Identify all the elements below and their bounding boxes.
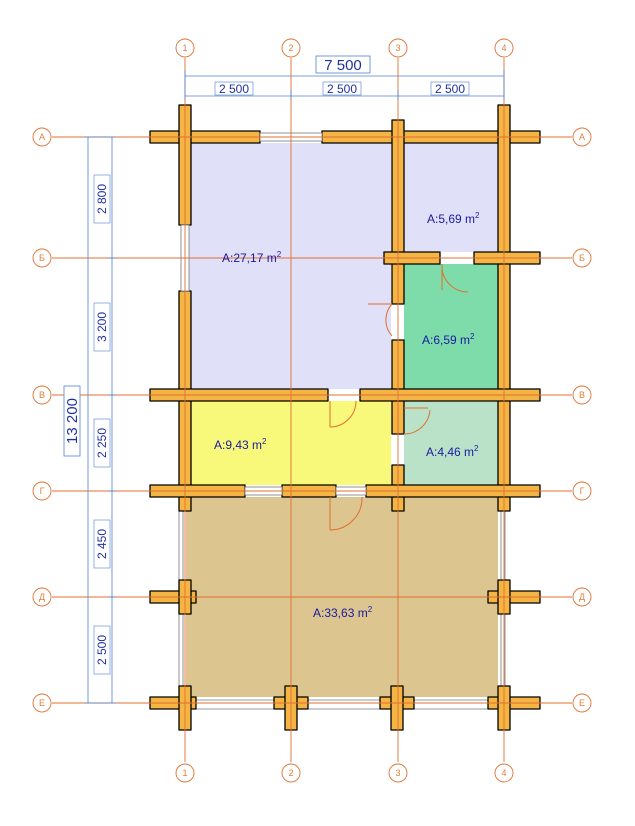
- axis-bubbles: [32, 38, 592, 783]
- svg-text:Д: Д: [579, 592, 585, 602]
- dimension-lines: [84, 70, 505, 704]
- svg-text:4: 4: [501, 43, 506, 53]
- axis-bubble-4-top: [494, 38, 514, 58]
- area-yellow: А:9,43 m2: [214, 437, 267, 452]
- axis-bubble-4-bottom: [494, 763, 514, 783]
- svg-text:4: 4: [501, 768, 506, 778]
- span-1-2-label: 2 500: [219, 82, 249, 96]
- axis-bubble-1-top: [175, 38, 195, 58]
- svg-text:А: А: [579, 132, 585, 142]
- axis-bubble-2-top: [281, 38, 301, 58]
- area-terrace: А:33,63 m2: [313, 605, 373, 620]
- span-2-3-label: 2 500: [327, 82, 357, 96]
- svg-text:В: В: [39, 390, 45, 400]
- svg-text:2: 2: [288, 43, 293, 53]
- axis-bubble-v-left: [32, 385, 52, 405]
- dimension-text: 7 500 2 500 2 500 2 500 13 200 2 800 3 2…: [63, 55, 470, 675]
- axis-bubble-g-left: [32, 481, 52, 501]
- svg-text:3: 3: [395, 43, 400, 53]
- span-v-g-label: 2 250: [95, 428, 109, 458]
- area-lightgreen: А:4,46 m2: [426, 444, 479, 459]
- axis-bubble-b-left: [32, 248, 52, 268]
- area-small-top: А:5,69 m2: [427, 211, 480, 226]
- door-small: [403, 407, 431, 435]
- axis-bubble-2-bottom: [281, 763, 301, 783]
- axis-bubble-a-left: [32, 127, 52, 147]
- span-g-d-label: 2 450: [95, 529, 109, 559]
- axis-bubble-1-bottom: [175, 763, 195, 783]
- svg-text:1: 1: [182, 768, 187, 778]
- svg-text:Е: Е: [579, 698, 585, 708]
- total-height-label: 13 200: [64, 398, 81, 444]
- axis-bubble-g-right: [572, 481, 592, 501]
- axis-bubble-d-left: [32, 587, 52, 607]
- svg-text:Г: Г: [40, 486, 45, 496]
- room-small-top: [404, 143, 498, 252]
- axis-bubble-b-right: [572, 248, 592, 268]
- door-living: [368, 303, 393, 337]
- room-living: [186, 143, 391, 389]
- axis-lines: [52, 58, 572, 762]
- svg-text:В: В: [579, 390, 585, 400]
- axis-bubble-3-top: [388, 38, 408, 58]
- axis-bubble-d-right: [572, 587, 592, 607]
- axis-bubble-a-right: [572, 127, 592, 147]
- axis-bubble-3-bottom: [388, 763, 408, 783]
- span-3-4-label: 2 500: [435, 82, 465, 96]
- axis-bubble-v-right: [572, 385, 592, 405]
- area-green: А:6,59 m2: [422, 332, 475, 347]
- svg-text:Д: Д: [39, 592, 45, 602]
- svg-text:3: 3: [395, 768, 400, 778]
- total-width-label: 7 500: [324, 57, 362, 74]
- span-a-b-label: 2 800: [95, 184, 109, 214]
- area-labels: А:27,17 m2 А:5,69 m2 А:6,59 m2 А:9,43 m2…: [214, 211, 480, 620]
- door-yellow: [329, 400, 357, 428]
- span-d-e-label: 2 500: [95, 635, 109, 665]
- door-green: [441, 263, 469, 293]
- room-lightgreen: [404, 401, 498, 485]
- axis-bubble-e-left: [32, 693, 52, 713]
- axis-bubble-e-right: [572, 693, 592, 713]
- svg-text:2: 2: [288, 768, 293, 778]
- svg-text:1: 1: [182, 43, 187, 53]
- svg-text:Е: Е: [39, 698, 45, 708]
- door-terrace: [329, 496, 363, 531]
- svg-text:Б: Б: [579, 253, 585, 263]
- span-b-v-label: 3 200: [95, 312, 109, 342]
- svg-text:Б: Б: [39, 253, 45, 263]
- svg-text:Г: Г: [580, 486, 585, 496]
- svg-text:А: А: [39, 132, 45, 142]
- doors: [329, 263, 469, 531]
- post-e3-v: [390, 685, 404, 731]
- axis-bubble-labels: 1 2 3 4 1 2 3 4 А Б В Г Д Е А Б В Г Д Е: [39, 43, 585, 778]
- room-green: [404, 264, 498, 389]
- area-living: А:27,17 m2: [222, 250, 282, 265]
- room-yellow: [186, 401, 391, 485]
